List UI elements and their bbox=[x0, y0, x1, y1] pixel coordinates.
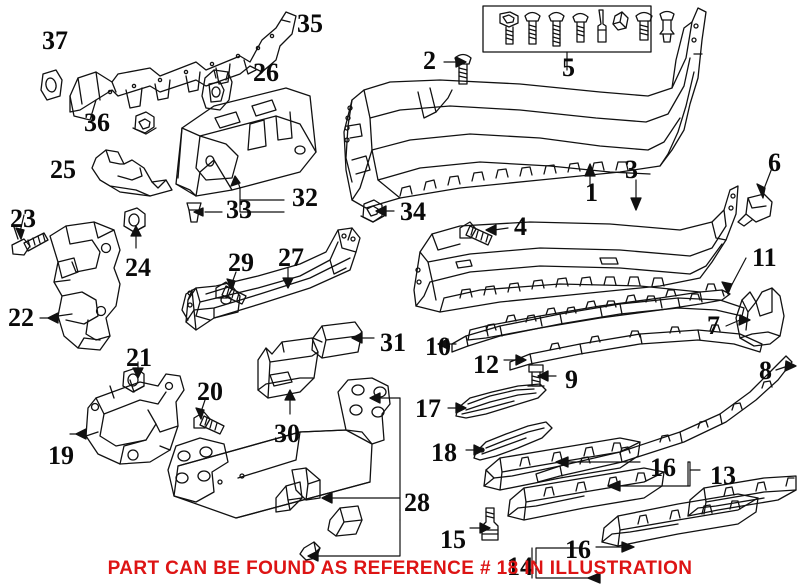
part-7-lower-molding-end bbox=[735, 287, 785, 347]
part-22-side-bracket bbox=[49, 221, 121, 351]
callout-19: 19 bbox=[48, 441, 74, 470]
callout-35: 35 bbox=[297, 9, 323, 38]
part-32-rear-panel-reinforcement bbox=[175, 87, 317, 197]
reference-notice-text: PART CAN BE FOUND AS REFERENCE # 18 IN I… bbox=[107, 558, 693, 579]
callout-11: 11 bbox=[752, 243, 777, 272]
callout-16a: 16 bbox=[650, 453, 676, 482]
part-12-trim-strip bbox=[509, 324, 763, 371]
callout-18: 18 bbox=[431, 438, 457, 467]
part-35-upper-retainer-rail bbox=[69, 11, 297, 121]
callout-8: 8 bbox=[759, 356, 772, 385]
callout-29: 29 bbox=[228, 248, 254, 277]
leader-28 bbox=[315, 397, 401, 557]
callout-25: 25 bbox=[50, 155, 76, 184]
callout-34: 34 bbox=[400, 197, 426, 226]
part-1-bumper-cover bbox=[343, 7, 707, 209]
callout-24: 24 bbox=[125, 253, 151, 282]
leader-14 bbox=[531, 547, 599, 579]
callout-5: 5 bbox=[562, 53, 575, 82]
part-16-undercover-panel-d bbox=[687, 475, 797, 517]
callout-1: 1 bbox=[585, 178, 598, 207]
leader-13 bbox=[617, 461, 701, 487]
part-30-energy-absorber-block bbox=[257, 337, 319, 399]
part-16-undercover-panel-b bbox=[507, 467, 665, 521]
callout-3: 3 bbox=[625, 155, 638, 184]
part-3-lower-valance-trim bbox=[413, 185, 739, 313]
callout-23: 23 bbox=[10, 204, 36, 233]
part-27-impact-bar bbox=[181, 227, 361, 331]
callout-16b: 16 bbox=[565, 535, 591, 564]
callout-27: 27 bbox=[278, 243, 304, 272]
part-16-undercover-panel-a bbox=[483, 437, 641, 491]
part-37-clip-pad bbox=[40, 69, 63, 101]
part-18-reflector-left bbox=[473, 421, 553, 461]
part-5-fastener-legend-box bbox=[482, 5, 675, 53]
part-6-tow-eye-cover bbox=[737, 193, 773, 227]
part-9-bolt bbox=[527, 364, 545, 387]
part-19-bumper-bracket-lower bbox=[85, 373, 185, 465]
callout-21: 21 bbox=[126, 343, 152, 372]
callout-37: 37 bbox=[42, 26, 68, 55]
callout-26: 26 bbox=[253, 58, 279, 87]
callout-22: 22 bbox=[8, 303, 34, 332]
callout-13: 13 bbox=[710, 461, 736, 490]
callout-2: 2 bbox=[423, 46, 436, 75]
part-2-screw bbox=[454, 53, 472, 85]
part-17-reflector-right bbox=[455, 383, 547, 419]
callout-10: 10 bbox=[425, 332, 451, 361]
part-15-screw bbox=[481, 507, 499, 541]
part-26-bracket-small bbox=[201, 69, 233, 111]
callout-30: 30 bbox=[274, 419, 300, 448]
part-4-screw bbox=[459, 221, 493, 246]
part-25-mounting-clip-bracket bbox=[91, 149, 173, 197]
callout-4: 4 bbox=[514, 212, 527, 241]
callout-36: 36 bbox=[84, 108, 110, 137]
part-20-bolt bbox=[193, 411, 225, 435]
callout-32: 32 bbox=[292, 183, 318, 212]
part-31-spacer-block bbox=[311, 321, 363, 359]
callout-7: 7 bbox=[707, 311, 720, 340]
part-23-screw bbox=[11, 226, 49, 256]
callout-31: 31 bbox=[380, 328, 406, 357]
callout-20: 20 bbox=[197, 377, 223, 406]
part-36-flange-nut bbox=[132, 111, 157, 135]
callout-14: 14 bbox=[507, 552, 533, 581]
callout-28: 28 bbox=[404, 488, 430, 517]
callout-6: 6 bbox=[768, 148, 781, 177]
callout-12: 12 bbox=[473, 350, 499, 379]
reference-notice: PART CAN BE FOUND AS REFERENCE # 18 IN I… bbox=[0, 552, 800, 586]
callout-15: 15 bbox=[440, 525, 466, 554]
part-28-trailer-hitch-assembly bbox=[167, 377, 391, 561]
callout-33: 33 bbox=[226, 195, 252, 224]
leader-7 bbox=[725, 319, 741, 327]
callout-9: 9 bbox=[565, 365, 578, 394]
part-16-undercover-panel-c bbox=[601, 493, 759, 547]
callout-17: 17 bbox=[415, 394, 441, 423]
